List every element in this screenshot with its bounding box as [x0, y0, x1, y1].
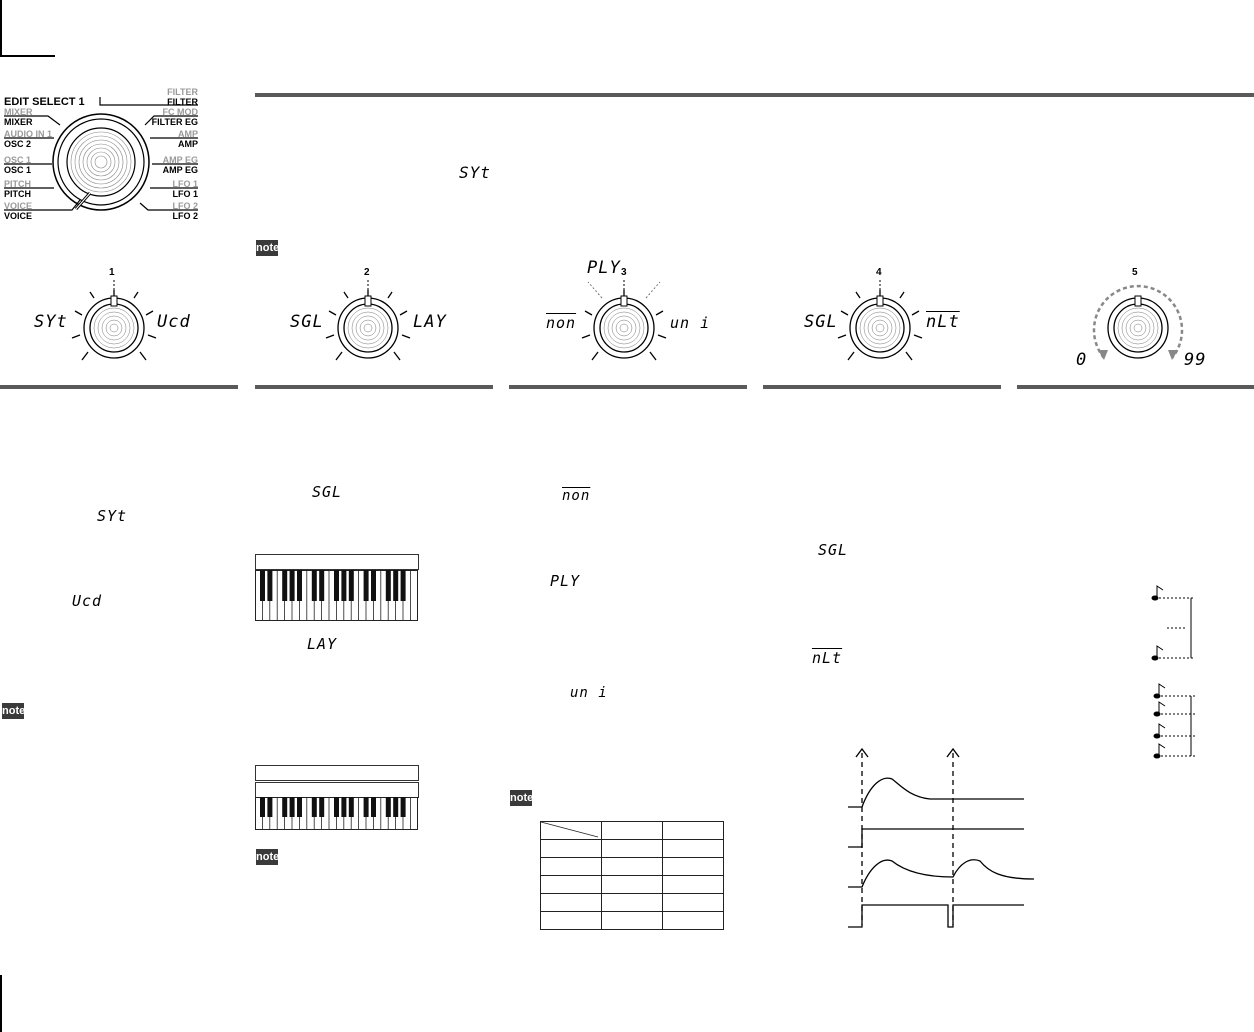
mode-table [540, 821, 724, 930]
knob-1-right: Ucd [157, 312, 191, 332]
knob-3-number: 3 [621, 267, 627, 278]
note-badge-header: note [256, 240, 280, 256]
knob-1-number: 1 [109, 267, 115, 278]
layer-bar-2 [255, 782, 419, 798]
edit-select-title: EDIT SELECT 1 [4, 96, 85, 108]
col1-lcd-a: SYt [97, 507, 128, 525]
knob-1-left: SYt [34, 312, 68, 332]
col1-lcd-b: Ucd [72, 592, 103, 610]
col2-rule [255, 385, 493, 389]
knob-5-right: 99 [1184, 350, 1207, 370]
knob-1[interactable] [66, 280, 162, 362]
knob-3[interactable] [574, 280, 674, 362]
note-badge-col1: note [2, 703, 26, 719]
col4-lcd-a: SGL [818, 541, 849, 559]
single-bar [255, 554, 419, 570]
table-diagonal [540, 821, 599, 838]
eg-trigger-diagram [848, 747, 1035, 928]
crop-mark-top-h [0, 55, 55, 57]
knob-3-top: PLY [587, 258, 621, 278]
edit-select-knob[interactable] [0, 85, 205, 225]
knob-4[interactable] [832, 280, 928, 362]
crop-mark-bottom [0, 975, 2, 1032]
knob-2-right: LAY [413, 312, 447, 332]
knob-2-number: 2 [364, 267, 370, 278]
knob-4-right: nLt [926, 312, 960, 332]
knob-5-number: 5 [1132, 267, 1138, 278]
col3-rule [509, 385, 747, 389]
knob-4-left: SGL [804, 312, 838, 332]
col3-lcd-a: non [562, 488, 591, 504]
col3-lcd-c: un i [570, 685, 608, 701]
col4-rule [763, 385, 1001, 389]
portamento-diagram [1151, 585, 1195, 759]
col2-lcd-a: SGL [312, 483, 343, 501]
header-lcd: SYt [459, 163, 491, 182]
keyboard-single [255, 570, 418, 621]
col5-rule [1017, 385, 1254, 389]
knob-2[interactable] [320, 280, 416, 362]
keyboard-layer [255, 797, 418, 830]
col4-lcd-b: nLt [812, 649, 843, 667]
col3-lcd-b: PLY [550, 572, 581, 590]
knob-3-left: non [546, 314, 577, 332]
knob-4-number: 4 [876, 267, 882, 278]
crop-mark-top [0, 0, 2, 55]
header-rule [255, 93, 1254, 97]
note-badge-col2: note [256, 849, 280, 865]
col1-rule [0, 385, 238, 389]
note-badge-col3: note [510, 790, 534, 806]
knob-3-right: un i [670, 314, 711, 332]
layer-bar-1 [255, 765, 419, 781]
knob-5-left: 0 [1076, 350, 1088, 370]
knob-5[interactable] [1086, 280, 1190, 362]
col2-lcd-b: LAY [307, 635, 338, 653]
knob-2-left: SGL [290, 312, 324, 332]
